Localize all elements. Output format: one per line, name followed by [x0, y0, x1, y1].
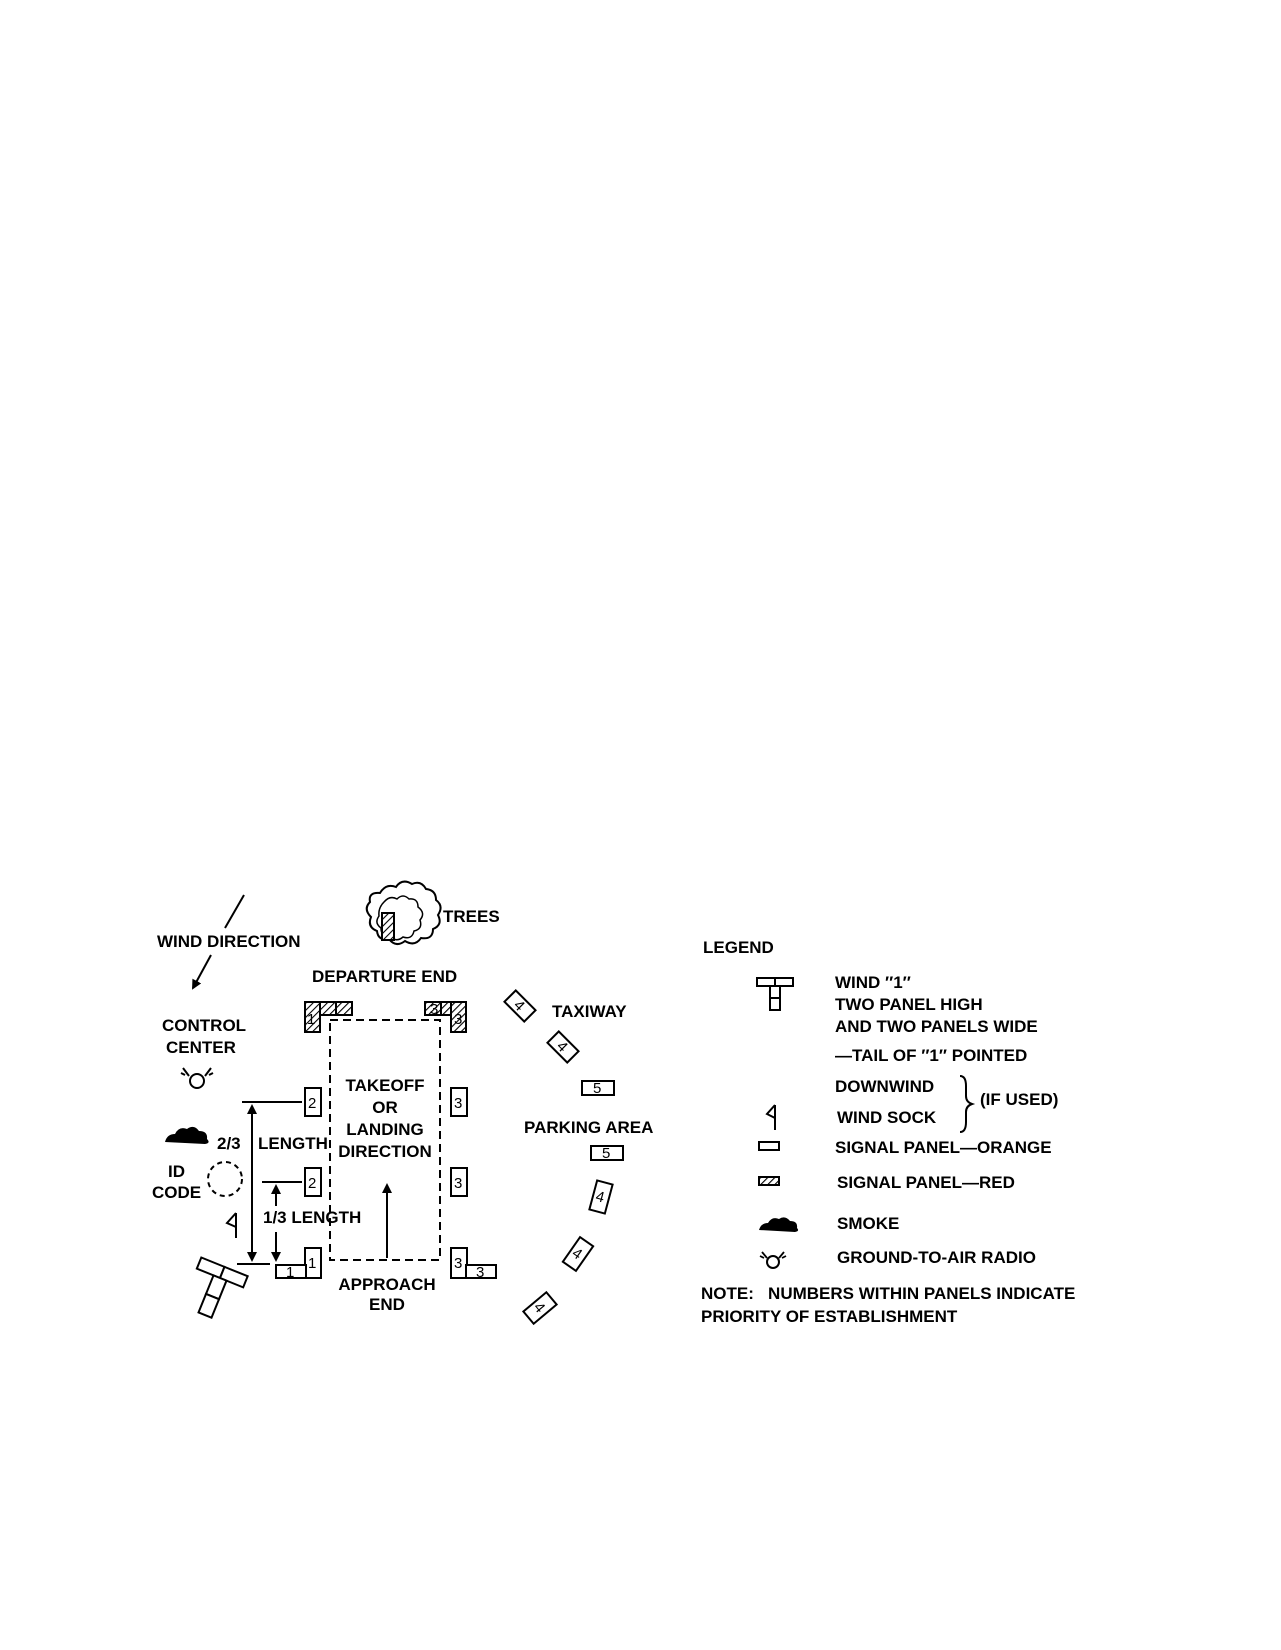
trees-label: TREES [443, 907, 500, 926]
legend-wind-t-icon [756, 977, 794, 1011]
departure-panels-left: 1 [304, 1001, 353, 1033]
panel-number: 3 [476, 1264, 484, 1281]
two-thirds-label: 2/3 [217, 1134, 241, 1153]
panel-number: 1 [286, 1264, 294, 1281]
runway-box [329, 1019, 441, 1261]
panel-number: 2 [308, 1175, 316, 1192]
legend-note: NOTE: NUMBERS WITHIN PANELS INDICATE [701, 1284, 1075, 1303]
runway-text-line: LANDING [346, 1120, 423, 1139]
departure-end-label: DEPARTURE END [312, 967, 457, 986]
legend-radio-icon [759, 1251, 787, 1269]
brace-icon [959, 1075, 976, 1133]
id-code-label: ID [168, 1162, 185, 1181]
legend-wind-sock: WIND SOCK [837, 1108, 937, 1127]
taxiway-panel: 4 [546, 1030, 580, 1064]
wind-sock-icon [225, 1212, 237, 1238]
approach-end-label: END [369, 1295, 405, 1314]
taxiway-panel: 4 [588, 1179, 614, 1215]
left-panels: 2 2 1 1 [275, 1087, 322, 1281]
panel-number: 3 [454, 1255, 462, 1272]
panel-number: 5 [593, 1080, 601, 1097]
taxiway-panel: 4 [561, 1235, 595, 1273]
wind-direction-label: WIND DIRECTION [157, 932, 301, 951]
legend-wind-one: WIND ′′1′′ [835, 973, 911, 992]
control-center-label: CENTER [166, 1038, 236, 1057]
panel-number: 3 [454, 1011, 462, 1028]
panel-number: 5 [602, 1145, 610, 1162]
legend-red-panel-icon [758, 1176, 780, 1186]
legend-if-used: (IF USED) [980, 1090, 1058, 1109]
legend-note: PRIORITY OF ESTABLISHMENT [701, 1307, 958, 1326]
taxiway-panel: 4 [503, 989, 537, 1023]
measurement-lines [237, 1101, 302, 1265]
parking-panel: 5 [581, 1080, 615, 1097]
id-code-circle [207, 1161, 243, 1197]
control-center-label: CONTROL [162, 1016, 246, 1035]
legend-wind-one: DOWNWIND [835, 1077, 934, 1096]
parking-area-label: PARKING AREA [524, 1118, 653, 1137]
panel-number: 3 [454, 1175, 462, 1192]
taxiway-label: TAXIWAY [552, 1002, 627, 1021]
legend-smoke-icon [759, 1217, 799, 1232]
legend-title: LEGEND [703, 938, 774, 957]
taxiway-panel: 4 [521, 1290, 559, 1326]
smoke-icon [165, 1126, 209, 1144]
one-third-length-label: 1/3 LENGTH [263, 1208, 361, 1227]
parking-panel: 5 [590, 1145, 624, 1162]
right-panels: 3 3 3 3 [450, 1087, 497, 1281]
legend-radio: GROUND-TO-AIR RADIO [837, 1248, 1036, 1267]
panel-number: 2 [308, 1095, 316, 1112]
legend-wind-one: —TAIL OF ′′1′′ POINTED [835, 1046, 1027, 1065]
wind-t-icon [195, 1256, 249, 1320]
approach-end-label: APPROACH [338, 1275, 435, 1294]
legend-signal-orange: SIGNAL PANEL—ORANGE [835, 1138, 1052, 1157]
radio-icon [180, 1067, 214, 1089]
legend-signal-red: SIGNAL PANEL—RED [837, 1173, 1015, 1192]
wind-direction-arrow [192, 894, 245, 990]
id-code-label: CODE [152, 1183, 201, 1202]
runway-text-line: OR [372, 1098, 398, 1117]
runway-text-line: TAKEOFF [345, 1076, 424, 1095]
legend-orange-panel-icon [758, 1141, 780, 1151]
legend-wind-sock-icon [765, 1104, 776, 1130]
runway-text-line: DIRECTION [338, 1142, 432, 1161]
departure-panels-right: 3 3 [424, 1001, 467, 1033]
trees-icon [365, 880, 442, 945]
panel-number: 1 [308, 1255, 316, 1272]
panel-number: 3 [454, 1095, 462, 1112]
legend-smoke: SMOKE [837, 1214, 899, 1233]
panel-number: 1 [307, 1011, 315, 1028]
length-label: LENGTH [258, 1134, 328, 1153]
legend-wind-one: AND TWO PANELS WIDE [835, 1017, 1038, 1036]
legend-wind-one: TWO PANEL HIGH [835, 995, 983, 1014]
panel-number: 3 [430, 1001, 438, 1018]
